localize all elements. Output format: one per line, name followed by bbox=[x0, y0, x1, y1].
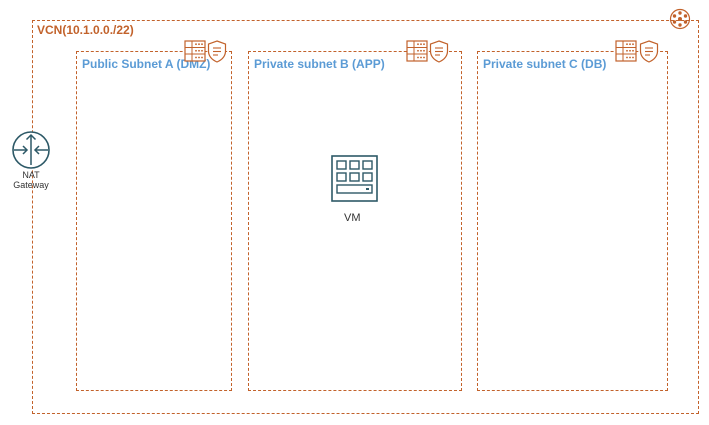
security-list-icon bbox=[639, 40, 659, 63]
route-table-icon bbox=[615, 40, 637, 62]
subnet-public-a: Public Subnet A (DMZ) bbox=[76, 51, 232, 391]
subnet-private-b: Private subnet B (APP) bbox=[248, 51, 462, 391]
route-table-icon bbox=[184, 40, 206, 62]
nat-gateway-label: NAT Gateway bbox=[6, 170, 56, 190]
subnet-title: Private subnet B (APP) bbox=[254, 57, 385, 71]
vcn-title: VCN(10.1.0.0./22) bbox=[37, 23, 134, 37]
nat-gateway-label-line1: NAT bbox=[22, 170, 40, 180]
route-table-icon bbox=[406, 40, 428, 62]
nat-gateway-icon bbox=[12, 131, 50, 169]
vcn-container: VCN(10.1.0.0./22) bbox=[32, 20, 699, 414]
subnet-title: Private subnet C (DB) bbox=[483, 57, 607, 71]
nat-gateway-label-line2: Gateway bbox=[13, 180, 49, 190]
security-list-icon bbox=[429, 40, 449, 63]
vm-icon bbox=[331, 155, 378, 202]
vcn-network-icon bbox=[669, 8, 691, 30]
subnet-private-c: Private subnet C (DB) bbox=[477, 51, 668, 391]
security-list-icon bbox=[207, 40, 227, 63]
subnet-title: Public Subnet A (DMZ) bbox=[82, 57, 211, 71]
vm-label: VM bbox=[344, 212, 361, 224]
